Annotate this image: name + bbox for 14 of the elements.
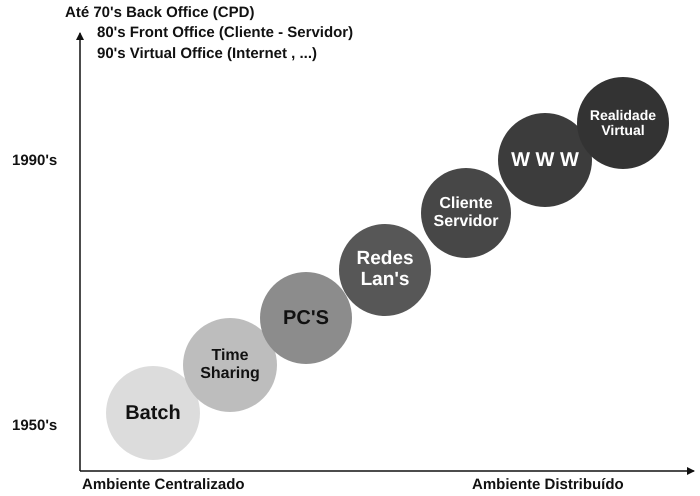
era-label: Redes Lan's — [355, 249, 415, 291]
axis-title: Ambiente Distribuído — [472, 476, 624, 493]
axis-title: Ambiente Centralizado — [82, 476, 245, 493]
axis-tick-label: 1950's — [12, 417, 58, 434]
era-label: Batch — [124, 402, 182, 424]
era-label: PC'S — [282, 307, 330, 329]
legend-text: 80's Front Office (Cliente - Servidor) — [97, 24, 354, 41]
axis-tick-label: 1990's — [12, 152, 58, 169]
heading-text: Até 70's Back Office (CPD) — [65, 4, 254, 21]
era-label: W W W — [510, 149, 580, 171]
legend-text: 90's Virtual Office (Internet , ...) — [97, 45, 318, 62]
era-label: Time Sharing — [199, 347, 261, 383]
era-label: Realidade Virtual — [588, 108, 658, 138]
era-label: Cliente Servidor — [432, 195, 500, 231]
